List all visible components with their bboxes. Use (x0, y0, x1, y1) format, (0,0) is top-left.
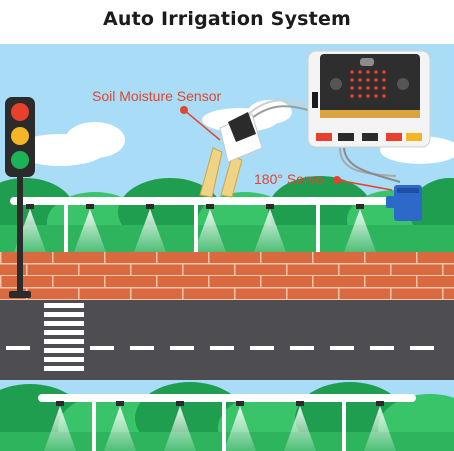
sprinkler-icon (134, 204, 166, 252)
upper-pipe (10, 197, 390, 253)
lower-sprinklers (44, 401, 396, 451)
sprinkler-icon (164, 401, 196, 451)
sprinkler-icon (224, 401, 256, 451)
brick-wall (0, 252, 454, 300)
sprinkler-icon (74, 204, 106, 252)
callouts (180, 106, 393, 191)
servo-label: 180° Servo (254, 171, 324, 187)
traffic-light-icon (5, 97, 35, 298)
sprinkler-icon (284, 401, 316, 451)
sprinkler-icon (194, 204, 226, 252)
soil-moisture-sensor-label: Soil Moisture Sensor (92, 88, 222, 104)
sprinkler-icon (104, 401, 136, 451)
sprinkler-icon (364, 401, 396, 451)
lane-markings (6, 346, 434, 350)
microbit-board-icon (307, 50, 431, 148)
sprinkler-icon (44, 401, 76, 451)
crosswalk (44, 303, 84, 371)
title-band (0, 0, 454, 44)
sprinkler-icon (344, 204, 376, 252)
soil-moisture-sensor-icon (199, 112, 263, 198)
servo-motor-icon (386, 185, 422, 221)
lower-pipe (38, 394, 416, 451)
page-title: Auto Irrigation System (102, 8, 352, 30)
sprinkler-icon (254, 204, 286, 252)
